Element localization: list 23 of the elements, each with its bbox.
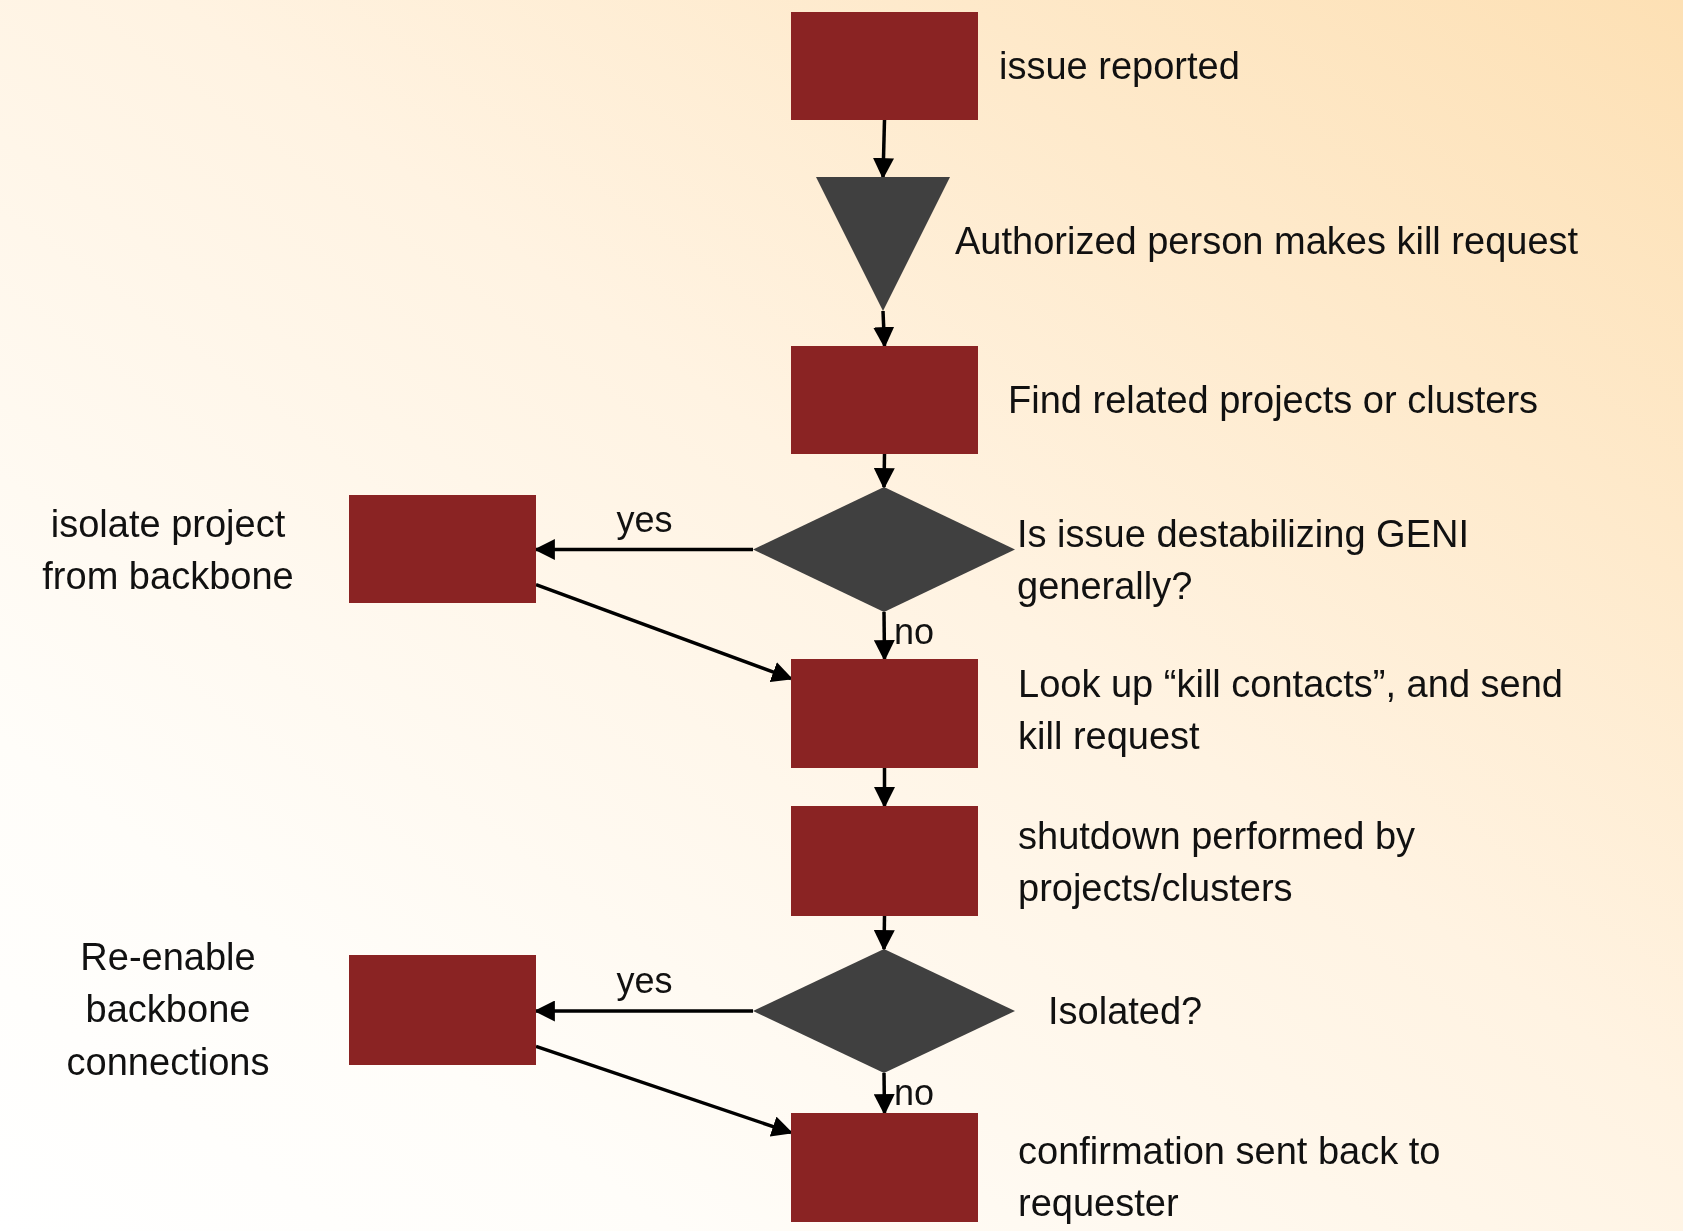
step-label: Look up “kill contacts”, and send kill request — [1018, 662, 1564, 760]
step-label: Find related projects or clusters — [1008, 378, 1540, 423]
arrow — [873, 119, 894, 180]
arrow — [873, 612, 895, 662]
step-label: shutdown performed by projects/clusters — [1018, 814, 1417, 912]
arrow — [874, 768, 895, 809]
edge-label: no — [894, 614, 935, 650]
step-label: isolate project from backbone — [41, 502, 295, 600]
step-label: issue reported — [999, 44, 1241, 89]
step-label: confirmation sent back to requester — [1018, 1129, 1442, 1227]
step-label: Is issue destabilizing GENI generally? — [1017, 512, 1470, 610]
arrow — [873, 915, 895, 952]
step-label: Authorized person makes kill request — [955, 219, 1580, 264]
arrow — [873, 453, 895, 490]
step-label: Isolated? — [1048, 989, 1204, 1034]
arrow — [873, 1072, 895, 1116]
edge-label: yes — [616, 963, 673, 999]
edge-label: no — [894, 1075, 935, 1111]
edge-label: yes — [616, 501, 673, 538]
step-label: Re-enable backbone connections — [65, 935, 271, 1085]
arrow — [535, 583, 793, 682]
arrow — [535, 1044, 793, 1137]
arrow — [873, 310, 895, 349]
